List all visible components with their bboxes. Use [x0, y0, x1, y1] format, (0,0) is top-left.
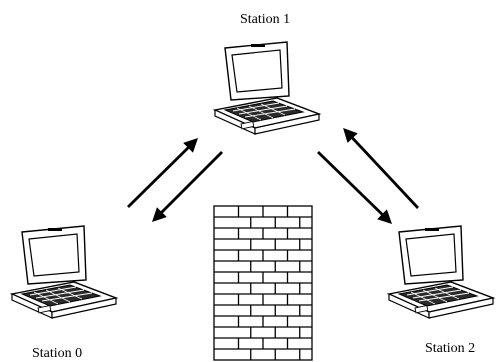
- station-0-node: Station 0: [11, 225, 117, 361]
- arrow-station-1-to-station-0: [152, 151, 223, 222]
- station-2-label: Station 2: [425, 341, 475, 356]
- brick-wall-icon: [213, 205, 313, 361]
- arrow-station-0-to-station-1: [127, 138, 198, 208]
- link-arrows: [127, 127, 420, 224]
- laptop-icon: [11, 225, 117, 319]
- laptop-icon: [214, 41, 320, 135]
- station-0-label: Station 0: [32, 346, 82, 361]
- arrow-station-1-to-station-2: [317, 150, 393, 224]
- arrow-station-2-to-station-1: [343, 127, 420, 209]
- station-1-label: Station 1: [240, 12, 290, 27]
- station-1-node: Station 1: [214, 12, 320, 135]
- station-2-node: Station 2: [388, 225, 494, 356]
- laptop-icon: [388, 225, 494, 319]
